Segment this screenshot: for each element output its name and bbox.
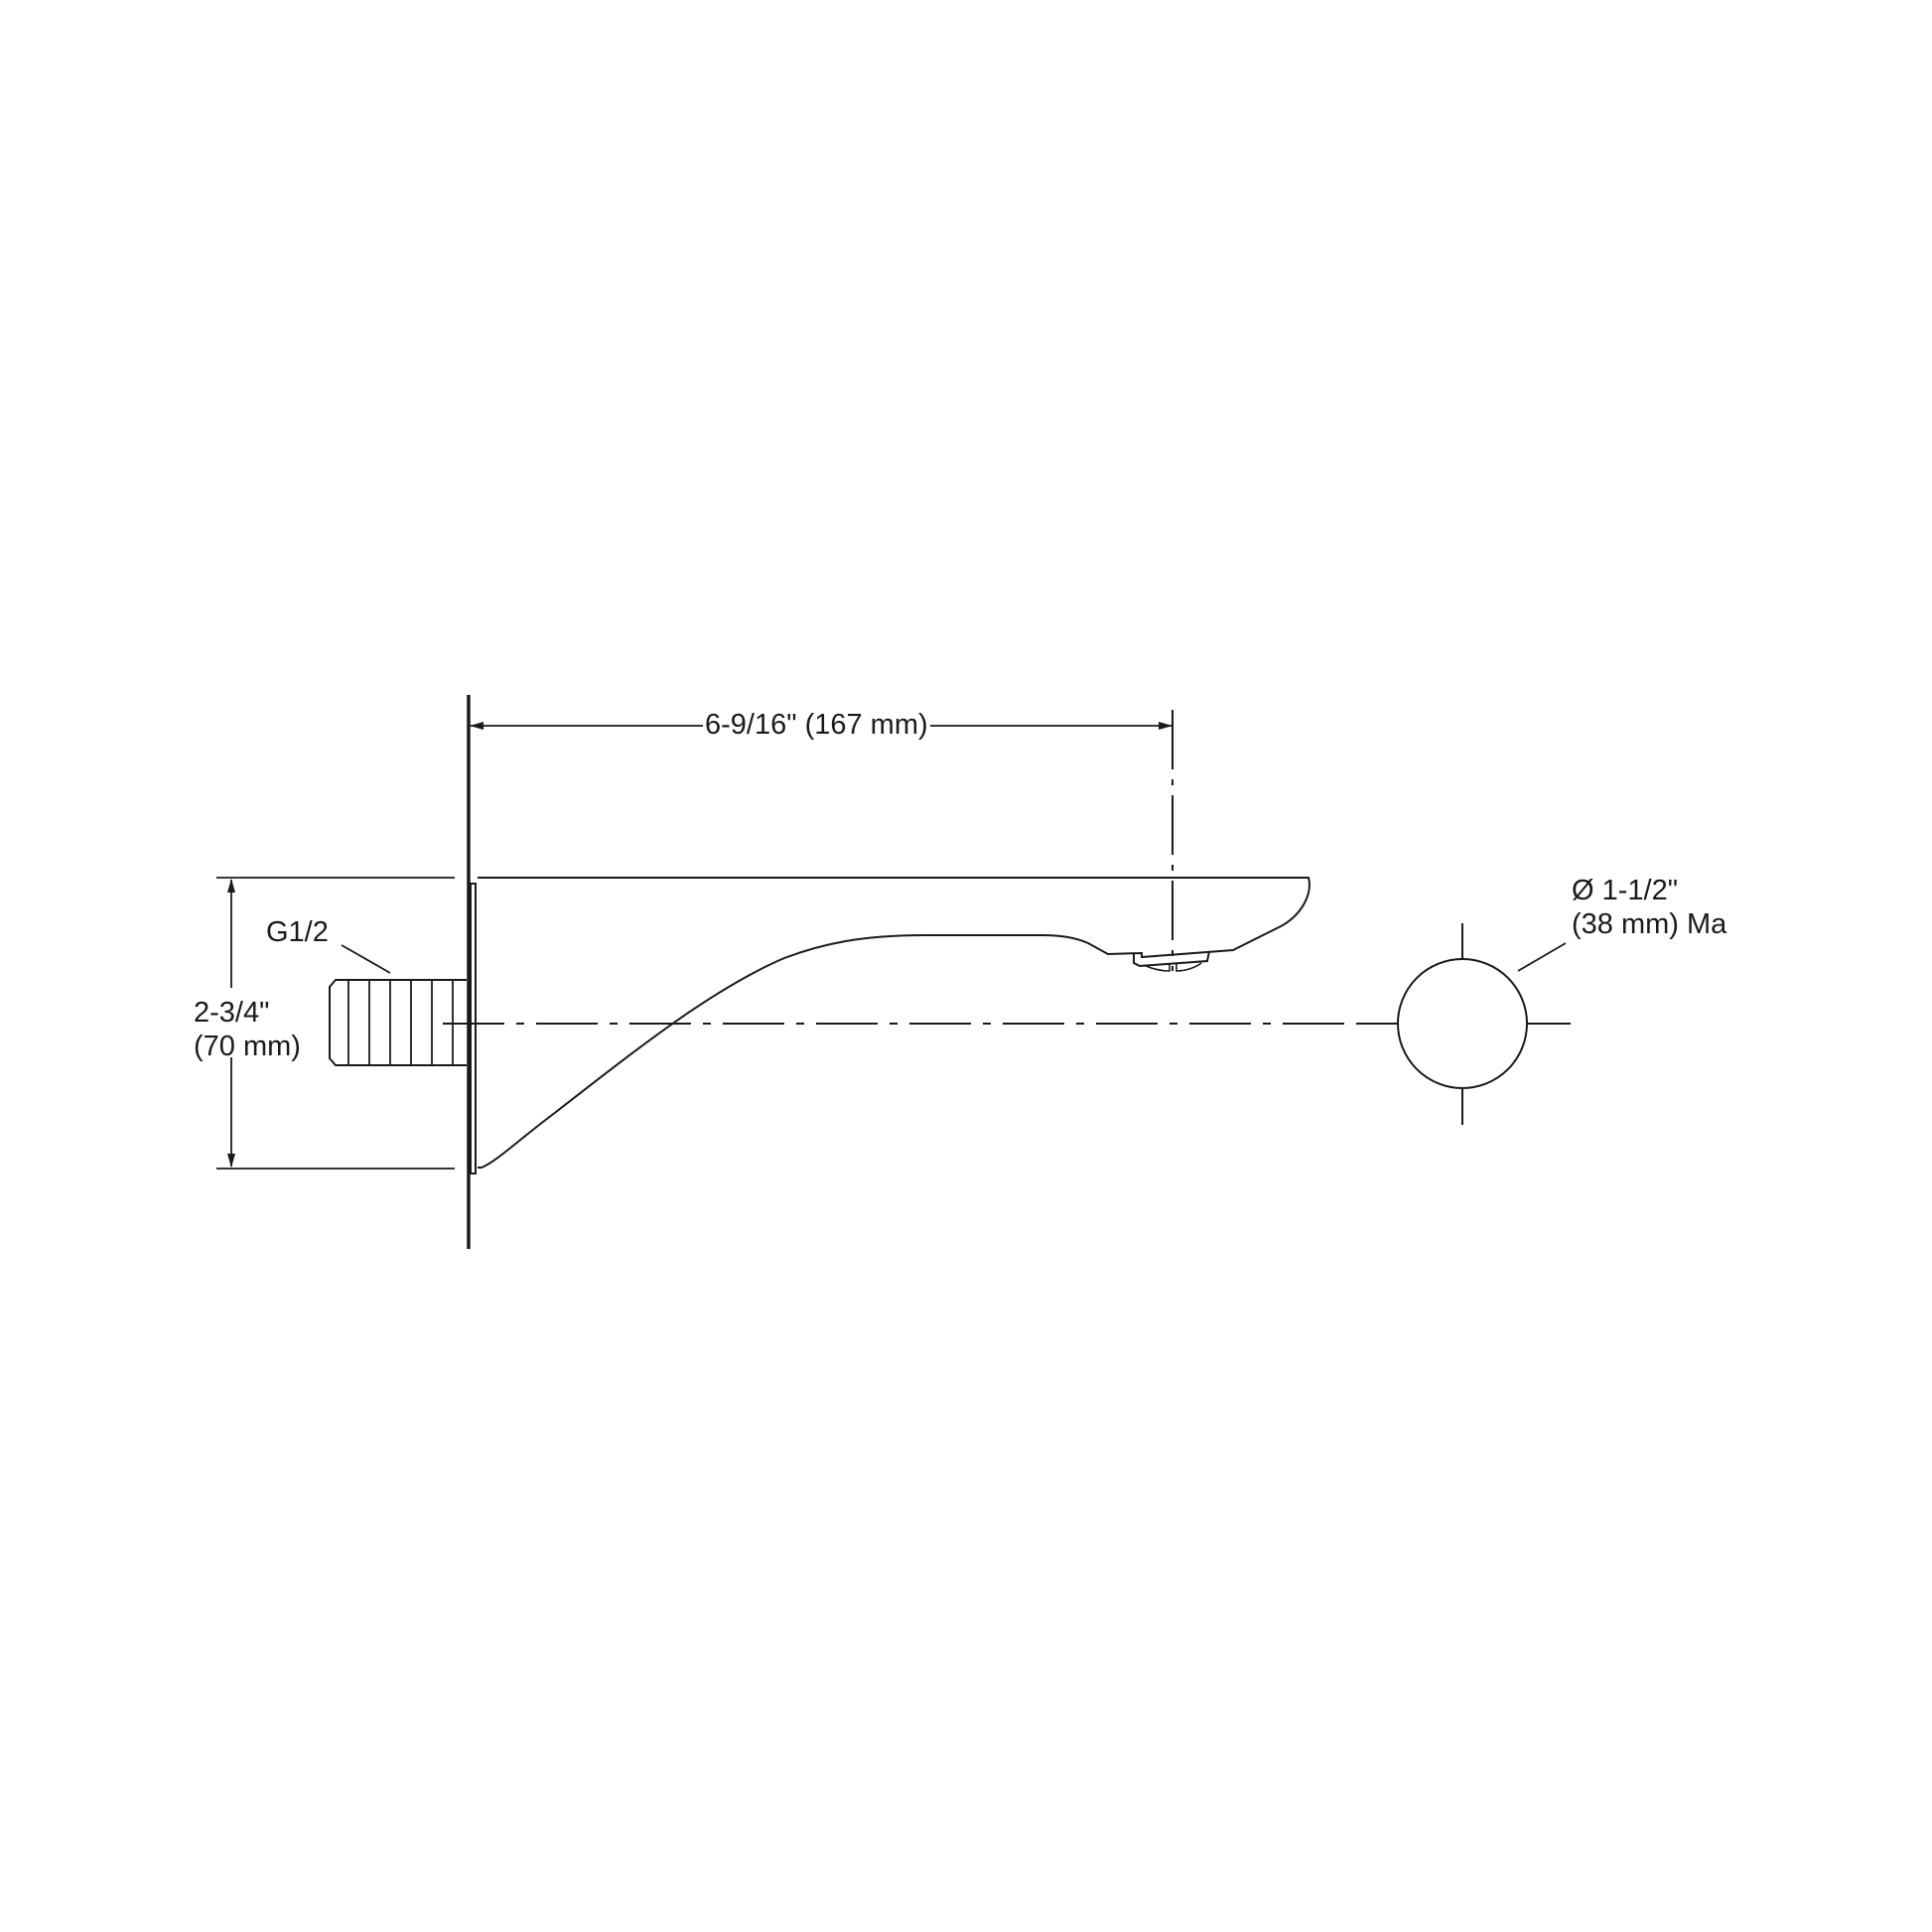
diameter-leader-line	[1517, 942, 1567, 972]
thread-leader-line	[341, 944, 391, 974]
spout-profile	[478, 877, 1311, 1169]
outlet-circle	[1397, 958, 1528, 1089]
projection-dimension-label: 6-9/16" (167 mm)	[703, 708, 930, 742]
aerator	[1133, 950, 1210, 968]
height-dimension-label-line1: 2-3/4"	[194, 997, 270, 1029]
outlet-diameter-label-line2: (38 mm) Ma	[1572, 908, 1727, 940]
threaded-connector	[329, 979, 467, 1066]
outlet-diameter-label-line1: Ø 1-1/2"	[1572, 875, 1679, 906]
thread-size-label: G1/2	[266, 916, 329, 948]
wall-plate	[470, 883, 477, 1174]
height-dimension-label-line2: (70 mm)	[194, 1031, 301, 1062]
